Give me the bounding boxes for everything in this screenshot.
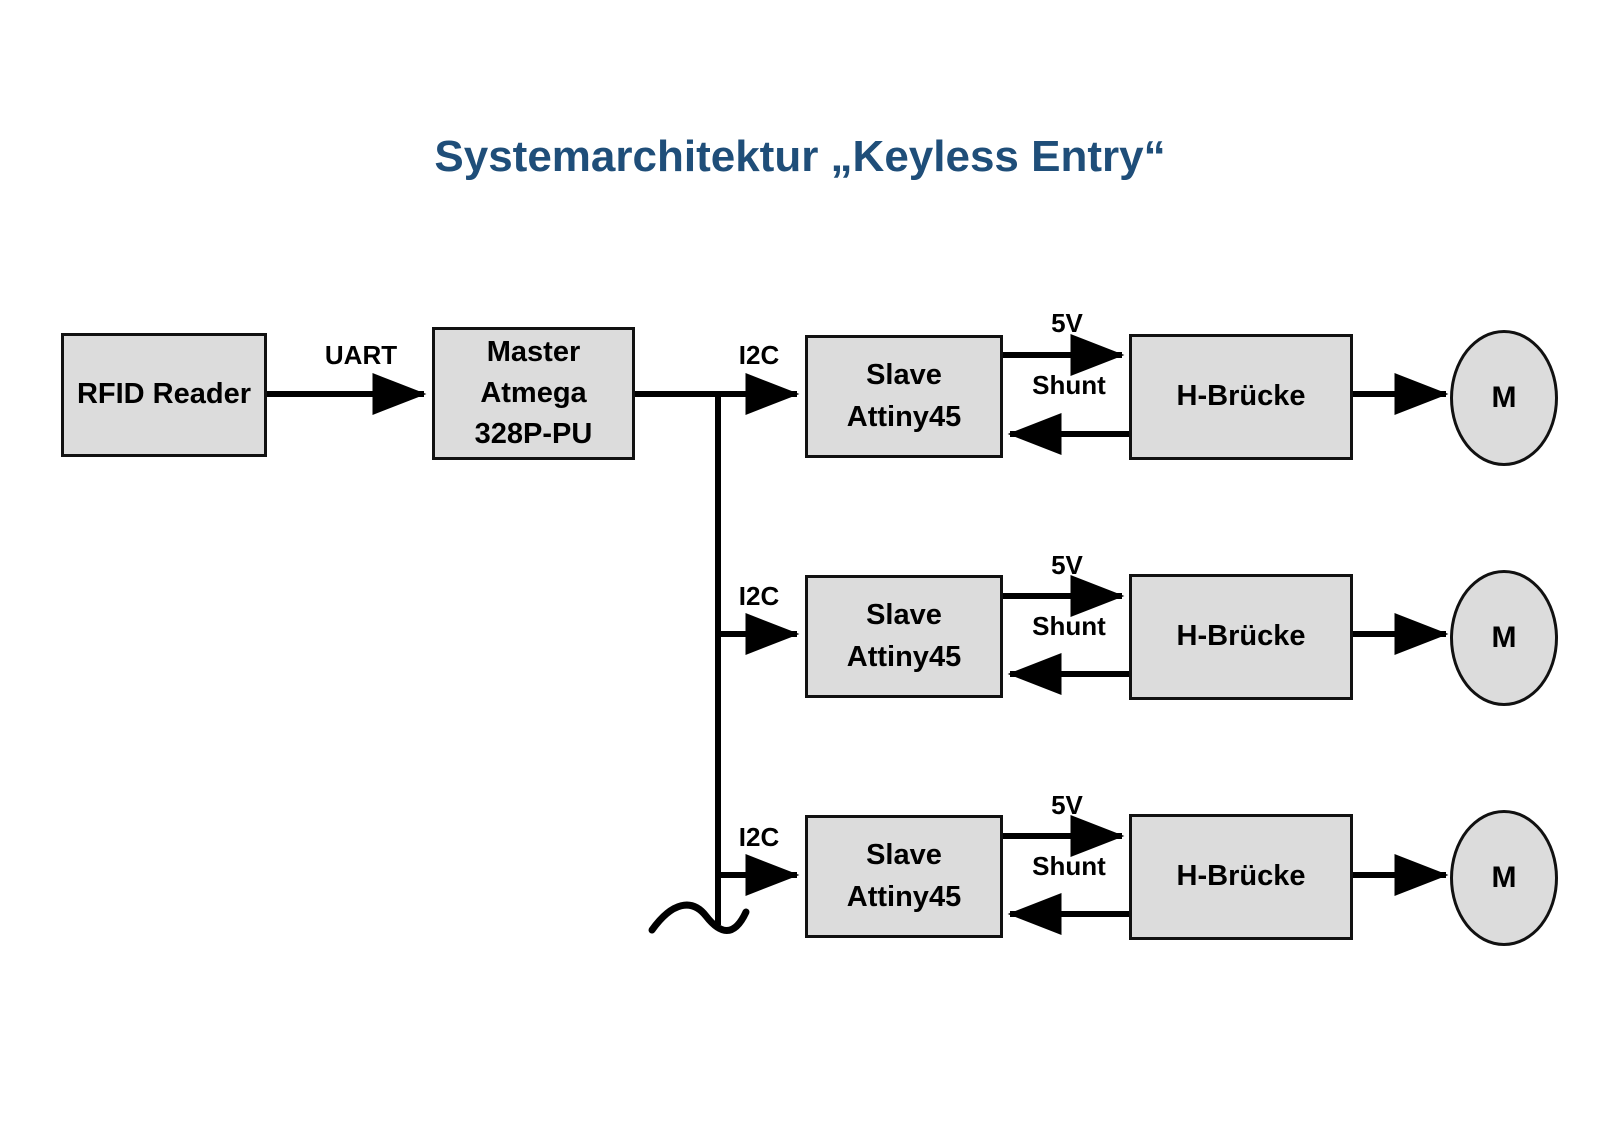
node-h-bruecke-1-label: H-Brücke xyxy=(1176,380,1306,413)
edge-label-uart: UART xyxy=(324,340,398,370)
edge-label-i2c-2: I2C xyxy=(738,581,780,611)
node-motor-1[interactable]: M xyxy=(1450,330,1558,466)
edge-label-shunt-3: Shunt xyxy=(1032,851,1106,881)
node-motor-1-label: M xyxy=(1491,381,1517,414)
node-h-bruecke-1[interactable]: H-Brücke xyxy=(1129,334,1353,460)
node-master-line1: Master xyxy=(486,335,581,368)
node-h-bruecke-2-label: H-Brücke xyxy=(1176,620,1306,653)
node-motor-2[interactable]: M xyxy=(1450,570,1558,706)
edge-label-i2c-1: I2C xyxy=(738,340,780,370)
bus-break-squiggle-icon xyxy=(648,901,750,934)
edge-label-5v-2: 5V xyxy=(1051,550,1083,580)
node-master-atmega[interactable]: Master Atmega 328P-PU xyxy=(432,327,635,460)
node-motor-3-label: M xyxy=(1491,861,1517,894)
node-h-bruecke-2[interactable]: H-Brücke xyxy=(1129,574,1353,700)
node-slave-attiny45-2[interactable]: Slave Attiny45 xyxy=(805,575,1003,698)
node-master-line3: 328P-PU xyxy=(474,418,593,451)
node-rfid-reader-label: RFID Reader xyxy=(76,378,252,411)
node-master-line2: Atmega xyxy=(480,376,587,409)
node-slave-3-line2: Attiny45 xyxy=(846,880,962,913)
node-motor-2-label: M xyxy=(1491,621,1517,654)
node-rfid-reader[interactable]: RFID Reader xyxy=(61,333,267,457)
node-slave-attiny45-1[interactable]: Slave Attiny45 xyxy=(805,335,1003,458)
node-slave-attiny45-3[interactable]: Slave Attiny45 xyxy=(805,815,1003,938)
node-h-bruecke-3-label: H-Brücke xyxy=(1176,860,1306,893)
node-slave-1-line1: Slave xyxy=(866,359,942,392)
node-slave-2-line2: Attiny45 xyxy=(846,640,962,673)
edge-label-5v-1: 5V xyxy=(1051,308,1083,338)
page-title: Systemarchitektur „Keyless Entry“ xyxy=(434,132,1166,181)
edge-label-shunt-1: Shunt xyxy=(1032,370,1106,400)
edge-label-i2c-3: I2C xyxy=(738,822,780,852)
node-slave-3-line1: Slave xyxy=(866,839,942,872)
node-slave-2-line1: Slave xyxy=(866,599,942,632)
node-h-bruecke-3[interactable]: H-Brücke xyxy=(1129,814,1353,940)
edge-label-5v-3: 5V xyxy=(1051,790,1083,820)
node-slave-1-line2: Attiny45 xyxy=(846,400,962,433)
node-motor-3[interactable]: M xyxy=(1450,810,1558,946)
edge-label-shunt-2: Shunt xyxy=(1032,611,1106,641)
